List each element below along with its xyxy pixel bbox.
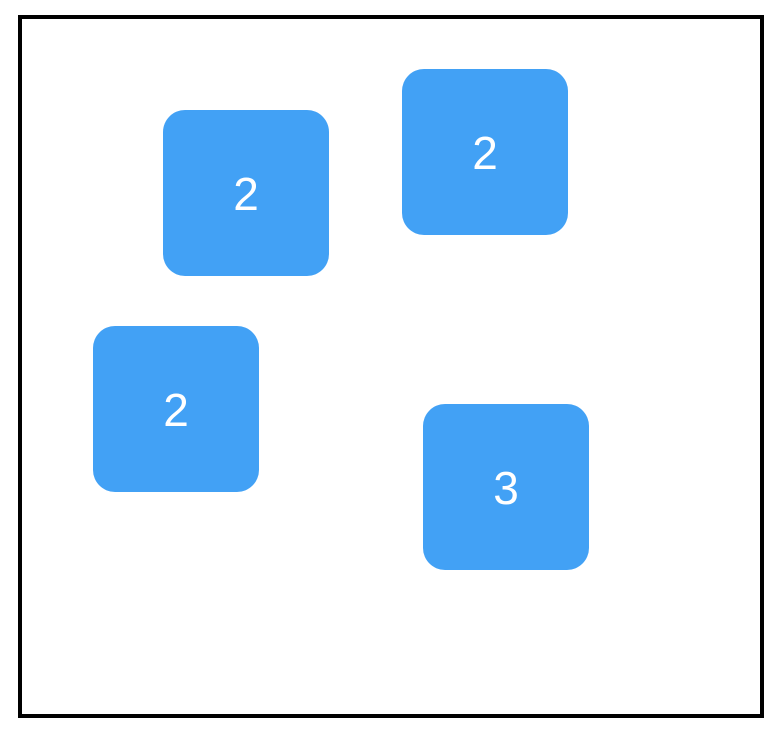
number-tile[interactable]: 2 (163, 110, 329, 276)
number-tile[interactable]: 3 (423, 404, 589, 570)
tile-label: 2 (233, 168, 259, 220)
number-tile[interactable]: 2 (93, 326, 259, 492)
tile-label: 2 (472, 127, 498, 179)
canvas-frame: 2 2 2 3 (18, 15, 764, 718)
tile-label: 3 (493, 462, 519, 514)
number-tile[interactable]: 2 (402, 69, 568, 235)
tile-label: 2 (163, 384, 189, 436)
